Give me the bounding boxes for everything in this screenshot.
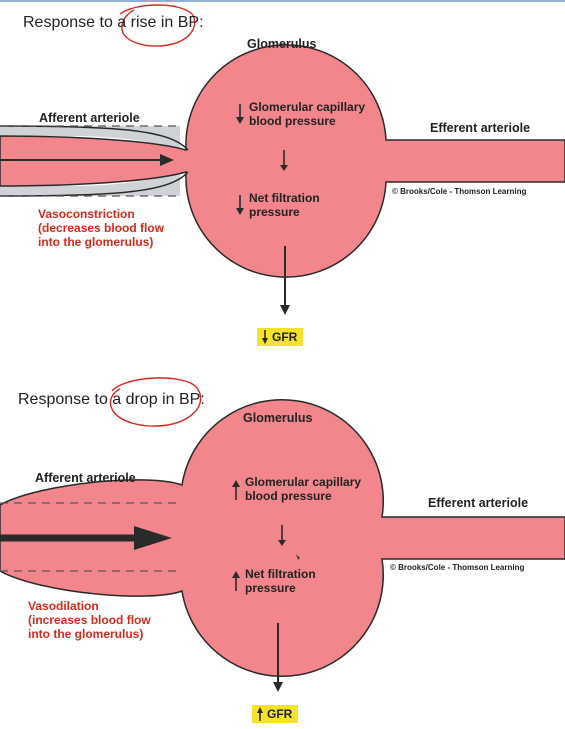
note-line-3: into the glomerulus) — [38, 235, 154, 249]
cursor-mark — [296, 554, 300, 560]
vessel-body — [0, 44, 565, 278]
pressure-label: Glomerular capillary blood pressure — [245, 475, 362, 503]
gfr-up-arrow-icon — [257, 707, 263, 721]
blood-flow-arrowhead — [134, 526, 172, 550]
panel-heading: Response to a rise in BP: — [23, 14, 204, 31]
highlight-circle — [119, 4, 196, 47]
note-line-1: Vasodilation — [28, 599, 99, 613]
panel-heading: Response to a drop in BP: — [18, 391, 205, 408]
efferent-label: Efferent arteriole — [430, 121, 531, 135]
output-arrowhead — [273, 682, 283, 692]
afferent-label: Afferent arteriole — [35, 471, 136, 485]
pressure-up-arrow-icon — [232, 480, 240, 500]
vasoconstriction-note: Vasoconstriction (decreases blood flow i… — [38, 207, 164, 249]
glomerulus-diagram-dilated — [0, 377, 565, 692]
vasodilation-note: Vasodilation (increases blood flow into … — [28, 599, 151, 641]
credit-text: © Brooks/Cole - Thomson Learning — [390, 563, 525, 572]
gfr-badge: GFR — [252, 705, 299, 723]
output-arrowhead — [280, 305, 290, 315]
afferent-outline-lower — [0, 171, 189, 197]
filtration-up-arrow-icon — [232, 571, 240, 591]
filtration-label: Net filtration pressure — [245, 567, 316, 595]
afferent-label: Afferent arteriole — [39, 111, 140, 125]
glomerulus-diagram-constricted — [0, 4, 565, 315]
gfr-badge: GFR — [257, 328, 304, 346]
interior-down-arrowhead — [280, 165, 288, 171]
afferent-outline-upper — [0, 125, 189, 151]
gfr-down-arrow-icon — [262, 330, 268, 344]
pressure-label: Glomerular capillary blood pressure — [249, 100, 366, 128]
panel-drop-in-bp: Response to a drop in BP: Glomerulus Aff… — [0, 365, 565, 729]
note-line-3: into the glomerulus) — [28, 627, 144, 641]
afferent-wall-lower — [0, 172, 180, 196]
blood-flow-arrowhead — [160, 154, 174, 166]
top-border — [0, 0, 565, 2]
gfr-label: GFR — [267, 707, 293, 721]
filtration-down-arrow-icon — [236, 195, 244, 215]
note-line-1: Vasoconstriction — [38, 207, 135, 221]
note-line-2: (decreases blood flow — [38, 221, 165, 235]
efferent-label: Efferent arteriole — [428, 496, 529, 510]
highlight-circle — [109, 377, 202, 427]
credit-text: © Brooks/Cole - Thomson Learning — [392, 187, 527, 196]
glomerulus-label: Glomerulus — [243, 411, 313, 425]
note-line-2: (increases blood flow — [28, 613, 151, 627]
filtration-label: Net filtration pressure — [249, 191, 320, 219]
interior-down-arrowhead — [278, 540, 286, 546]
panel-rise-in-bp: Response to a rise in BP: Glomerulus Aff… — [0, 0, 565, 364]
gfr-label: GFR — [272, 330, 298, 344]
pressure-down-arrow-icon — [236, 104, 244, 124]
afferent-wall-upper — [0, 126, 180, 150]
glomerulus-label: Glomerulus — [247, 37, 317, 51]
